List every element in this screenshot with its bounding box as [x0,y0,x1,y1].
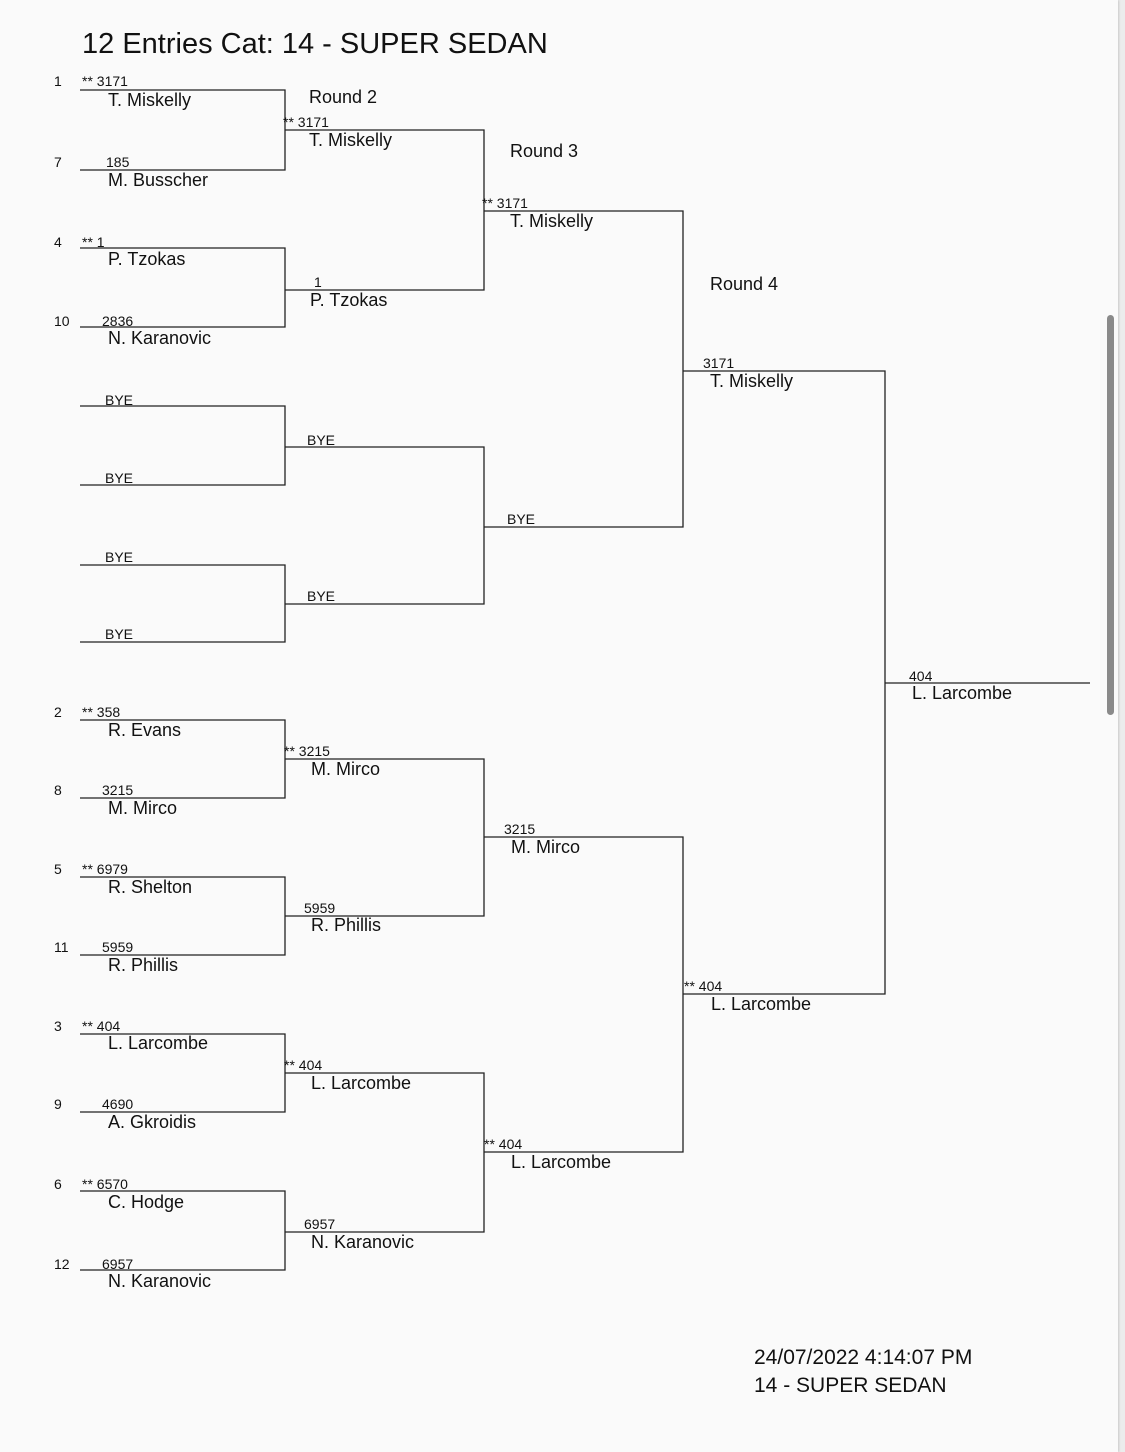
driver-name: A. Gkroidis [108,1112,197,1132]
car-number: ** 404 [684,978,723,994]
driver-name: T. Miskelly [309,130,393,150]
driver-name: C. Hodge [108,1192,185,1212]
print-timestamp: 24/07/2022 4:14:07 PM [754,1346,973,1369]
driver-name: N. Karanovic [108,1271,212,1291]
seed-number: 9 [54,1096,62,1112]
driver-name: T. Miskelly [108,90,192,110]
driver-name: M. Mirco [311,759,380,779]
seed-number: 2 [54,704,62,720]
driver-name: N. Karanovic [311,1232,415,1252]
driver-name: M. Mirco [511,837,580,857]
car-number: ** 6570 [82,1176,128,1192]
bye-label: BYE [507,511,536,527]
seed-number: 10 [54,313,70,329]
car-number: 1 [314,274,322,290]
car-number: ** 404 [284,1057,323,1073]
driver-name: L. Larcombe [311,1073,412,1093]
bye-label: BYE [105,392,134,408]
driver-name: R. Evans [108,720,182,740]
driver-name: L. Larcombe [912,683,1013,703]
car-number: ** 404 [82,1018,121,1034]
car-number: ** 3215 [284,743,330,759]
bye-label: BYE [307,588,336,604]
driver-name: R. Phillis [108,955,179,975]
seed-number: 12 [54,1256,70,1272]
driver-name: T. Miskelly [510,211,594,231]
car-number: 5959 [102,939,134,955]
footer-category: 14 - SUPER SEDAN [754,1374,947,1397]
bye-label: BYE [105,470,134,486]
driver-name: L. Larcombe [511,1152,612,1172]
driver-name: L. Larcombe [108,1033,209,1053]
car-number: ** 404 [484,1136,523,1152]
driver-name: L. Larcombe [711,994,812,1014]
car-number: 3171 [703,355,735,371]
page-title: 12 Entries Cat: 14 - SUPER SEDAN [82,28,548,60]
car-number: 6957 [304,1216,336,1232]
seed-number: 8 [54,782,62,798]
car-number: 185 [106,154,130,170]
car-number: 2836 [102,313,134,329]
car-number: ** 1 [82,234,105,250]
seed-number: 1 [54,73,62,89]
car-number: ** 6979 [82,861,128,877]
driver-name: P. Tzokas [310,290,388,310]
driver-name: P. Tzokas [108,249,186,269]
car-number: 5959 [304,900,336,916]
driver-name: N. Karanovic [108,328,212,348]
round-2-label: Round 2 [309,87,378,107]
driver-name: M. Busscher [108,170,209,190]
car-number: ** 3171 [283,114,329,130]
bye-label: BYE [105,626,134,642]
vertical-scrollbar[interactable] [1107,315,1114,715]
round-3-label: Round 3 [510,141,579,161]
driver-name: M. Mirco [108,798,177,818]
seed-number: 5 [54,861,62,877]
seed-number: 4 [54,234,62,250]
car-number: 4690 [102,1096,134,1112]
seed-number: 3 [54,1018,62,1034]
round-4-label: Round 4 [710,274,779,294]
seed-number: 11 [54,939,69,955]
bye-label: BYE [307,432,336,448]
car-number: 3215 [504,821,536,837]
car-number: 6957 [102,1256,134,1272]
car-number: 3215 [102,782,134,798]
driver-name: R. Phillis [311,915,382,935]
bye-label: BYE [105,549,134,565]
car-number: 404 [909,668,933,684]
car-number: ** 358 [82,704,121,720]
driver-name: R. Shelton [108,877,193,897]
car-number: ** 3171 [482,195,528,211]
seed-number: 7 [54,154,62,170]
car-number: ** 3171 [82,73,128,89]
driver-name: T. Miskelly [710,371,794,391]
seed-number: 6 [54,1176,62,1192]
